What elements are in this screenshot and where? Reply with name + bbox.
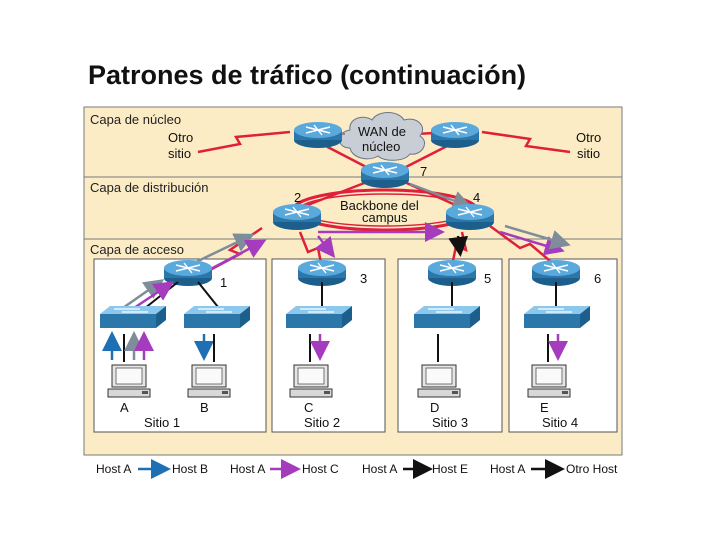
- switch-site2-icon: [285, 305, 353, 329]
- device-number-3: 3: [360, 271, 367, 286]
- wan-label-line1: WAN de: [358, 124, 406, 139]
- flow-gray-right-6: [504, 224, 571, 250]
- host-label-b: B: [200, 400, 209, 415]
- device-number-1: 1: [220, 275, 227, 290]
- router-2-icon: [272, 203, 322, 231]
- wan-link-left: [197, 130, 291, 154]
- backbone-label-line2: campus: [362, 210, 408, 225]
- host-label-a: A: [120, 400, 129, 415]
- other-site-right-1: Otro: [576, 130, 601, 145]
- switch-site4-icon: [523, 305, 591, 329]
- legend-4-to: Otro Host: [566, 462, 618, 476]
- host-b-pc-icon: [187, 364, 231, 398]
- site-3-box: [397, 258, 503, 433]
- distribution-layer-label: Capa de distribución: [90, 180, 209, 195]
- switch-a-icon: [99, 305, 167, 329]
- site-label-4: Sitio 4: [542, 415, 578, 430]
- switch-site3-icon: [413, 305, 481, 329]
- page-title: Patrones de tráfico (continuación): [88, 60, 527, 90]
- router-7-icon: [360, 161, 410, 189]
- flow-purple-up: [204, 239, 267, 274]
- access-layer-label: Capa de acceso: [90, 242, 184, 257]
- other-site-left-2: sitio: [168, 146, 191, 161]
- device-number-2: 2: [294, 190, 301, 205]
- legend-2-from: Host A: [230, 462, 265, 476]
- host-e-pc-icon: [527, 364, 571, 398]
- host-a-pc-icon: [107, 364, 151, 398]
- site-label-2: Sitio 2: [304, 415, 340, 430]
- backbone-label-line1: Backbone del: [340, 198, 419, 213]
- device-number-7: 7: [420, 164, 427, 179]
- legend-1-from: Host A: [96, 462, 131, 476]
- legend-4-from: Host A: [490, 462, 525, 476]
- legend-1-to: Host B: [172, 462, 208, 476]
- site-label-3: Sitio 3: [432, 415, 468, 430]
- site-1-box: [93, 258, 267, 433]
- router-4-icon: [445, 203, 495, 231]
- flow-purple-down-3: [314, 235, 336, 258]
- switch-b-icon: [183, 305, 251, 329]
- flow-gray-up: [195, 233, 255, 264]
- wan-cloud-icon: [339, 112, 425, 161]
- flow-black-down-5: [448, 235, 469, 257]
- legend-3-from: Host A: [362, 462, 397, 476]
- host-label-c: C: [304, 400, 313, 415]
- device-number-4: 4: [473, 190, 480, 205]
- device-number-6: 6: [594, 271, 601, 286]
- other-site-left-1: Otro: [168, 130, 193, 145]
- router-1-icon: [163, 259, 213, 287]
- site-label-1: Sitio 1: [144, 415, 180, 430]
- flow-gray-7-to-4: [409, 182, 473, 211]
- device-number-5: 5: [484, 271, 491, 286]
- legend: Host A Host B Host A Host C Host A Host …: [96, 459, 618, 479]
- legend-3-to: Host E: [432, 462, 468, 476]
- link-2-to-3: [298, 231, 324, 269]
- core-layer-label: Capa de núcleo: [90, 112, 181, 127]
- wan-link-right: [481, 130, 571, 154]
- core-router-left-icon: [293, 121, 343, 149]
- legend-2-to: Host C: [302, 462, 339, 476]
- wan-label-line2: núcleo: [362, 139, 400, 154]
- host-label-e: E: [540, 400, 549, 415]
- host-c-pc-icon: [289, 364, 333, 398]
- other-site-right-2: sitio: [577, 146, 600, 161]
- core-router-right-icon: [430, 121, 480, 149]
- host-label-d: D: [430, 400, 439, 415]
- host-d-pc-icon: [417, 364, 461, 398]
